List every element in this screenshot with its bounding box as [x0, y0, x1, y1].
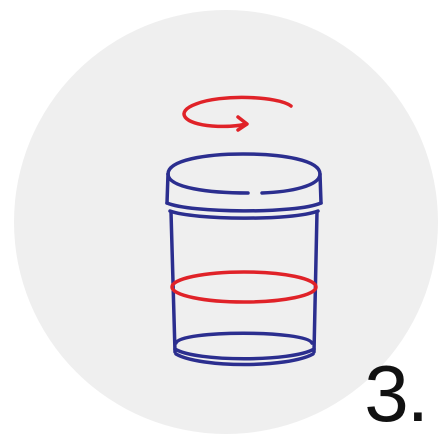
fill-level-line [170, 270, 318, 304]
jar-icon [165, 152, 323, 367]
background-circle [14, 10, 438, 434]
rotate-arrow-icon [182, 95, 293, 132]
step-number: 3. [364, 349, 429, 438]
